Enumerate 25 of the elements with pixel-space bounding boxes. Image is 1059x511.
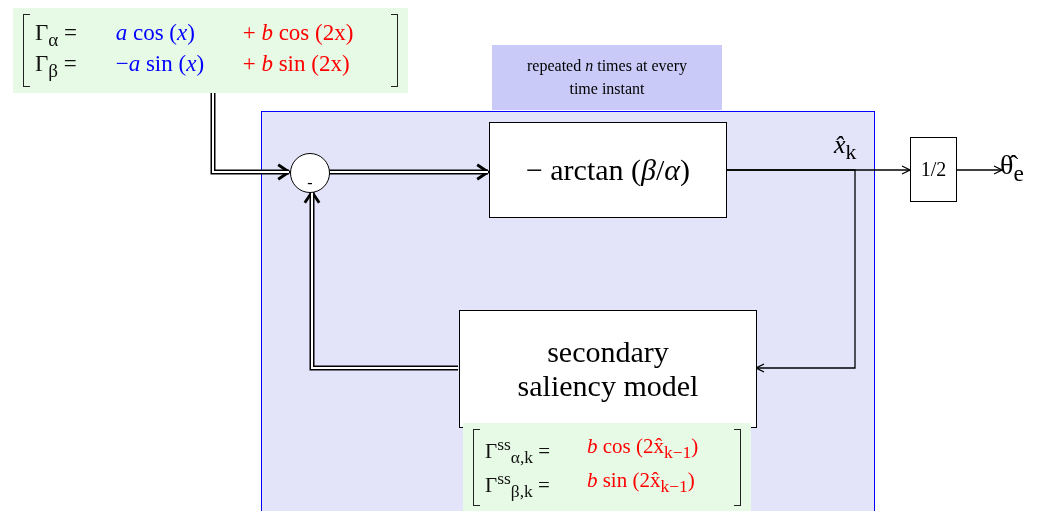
note-text: repeated n times at every time instant (526, 56, 688, 99)
equation-term: −a sin (x) (115, 50, 206, 78)
arrow (725, 169, 856, 373)
equation-term: + b cos (2x) (242, 19, 355, 47)
double-line-arrow (210, 93, 291, 181)
equation-term: b sin (2x̂$_{k−1}$) (586, 467, 696, 498)
equation-term: Γ$^{ss}$$_{β,k}$ = (485, 467, 551, 501)
output-label: θ̂$_{e}$ (1000, 148, 1024, 187)
equation-term: Γ$^{ss}$$_{α,k}$ = (485, 434, 552, 468)
equation-panel (463, 423, 751, 511)
block-label: secondary saliency model (516, 334, 700, 404)
block-label: − arctan (β/α) (525, 152, 691, 188)
equation-panel (13, 8, 408, 93)
edge-label: x̂$_{k}$ (834, 130, 857, 166)
double-line-arrow (303, 190, 458, 371)
equation-term: b cos (2x̂$_{k−1}$) (586, 434, 700, 465)
equation-term: Γ$_{α}$ = (35, 19, 79, 51)
arrow (956, 165, 1003, 175)
block-label: 1/2 (920, 158, 947, 181)
minus-sign: - (307, 173, 313, 192)
equation-term: + b sin (2x) (242, 50, 351, 78)
equation-term: a cos (x) (115, 19, 196, 47)
loop-region (261, 111, 875, 511)
double-line-arrow (329, 163, 490, 181)
equation-term: Γ$_{β}$ = (35, 50, 78, 82)
